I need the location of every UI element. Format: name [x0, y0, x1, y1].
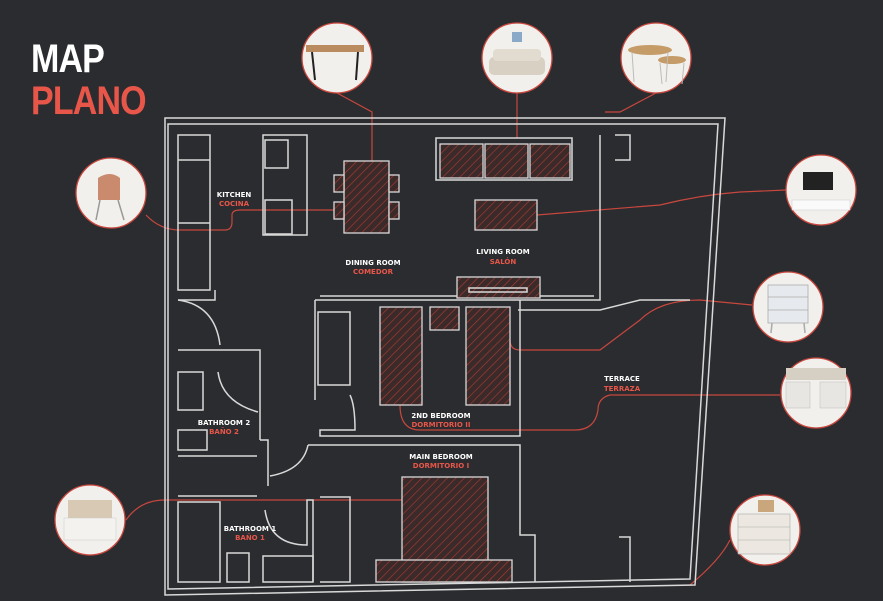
room-label-es: BAÑO 1: [235, 533, 265, 542]
dining-chair: [333, 174, 345, 193]
room-labels: KITCHEN COCINA DINING ROOM COMEDOR LIVIN…: [198, 191, 641, 542]
plano-title: PLANO: [31, 79, 147, 123]
chest-of-drawers-photo: [752, 271, 824, 343]
dresser-photo: [729, 494, 801, 566]
room-label-en: MAIN BEDROOM: [409, 453, 473, 461]
room-label-es: COMEDOR: [353, 268, 394, 276]
dining-table: [343, 160, 390, 234]
dining-chair: [388, 201, 400, 220]
nightstand: [429, 306, 460, 331]
room-label-en: DINING ROOM: [345, 259, 400, 267]
room-label-es: DORMITORIO I: [413, 462, 469, 470]
furniture: [333, 137, 573, 583]
dining-table-photo: [301, 22, 373, 94]
sofa-photo: [481, 22, 553, 94]
room-label-es: TERRAZA: [604, 385, 641, 393]
room-label-es: BAÑO 2: [209, 427, 239, 436]
room-label-en: 2ND BEDROOM: [411, 412, 470, 420]
room-label-en: BATHROOM 2: [198, 419, 251, 427]
room-label-es: SALÓN: [490, 257, 517, 266]
map-title: MAP: [31, 37, 105, 81]
dining-chair: [333, 201, 345, 220]
nesting-side-tables-photo: [620, 22, 692, 94]
room-label-en: TERRACE: [604, 375, 640, 383]
room-label-es: COCINA: [219, 200, 250, 208]
room-label-en: LIVING ROOM: [476, 248, 529, 256]
twin-beds-photo: [780, 357, 852, 429]
sofa-frame: [435, 137, 573, 181]
sofa-cushion: [484, 143, 529, 179]
coffee-table: [474, 199, 538, 231]
single-bed: [379, 306, 423, 406]
chair-photo: [75, 157, 147, 229]
sofa-cushion: [529, 143, 571, 179]
walls: [164, 117, 726, 596]
room-label-en: BATHROOM 1: [224, 525, 277, 533]
room-label-es: DORMITORIO II: [411, 421, 470, 429]
double-bed-photo: [54, 484, 126, 556]
sofa-cushion: [439, 143, 484, 179]
dining-chair: [388, 174, 400, 193]
tv-unit-photo: [785, 154, 857, 226]
room-label-en: KITCHEN: [217, 191, 252, 199]
bed-bench: [375, 559, 513, 583]
single-bed: [465, 306, 511, 406]
